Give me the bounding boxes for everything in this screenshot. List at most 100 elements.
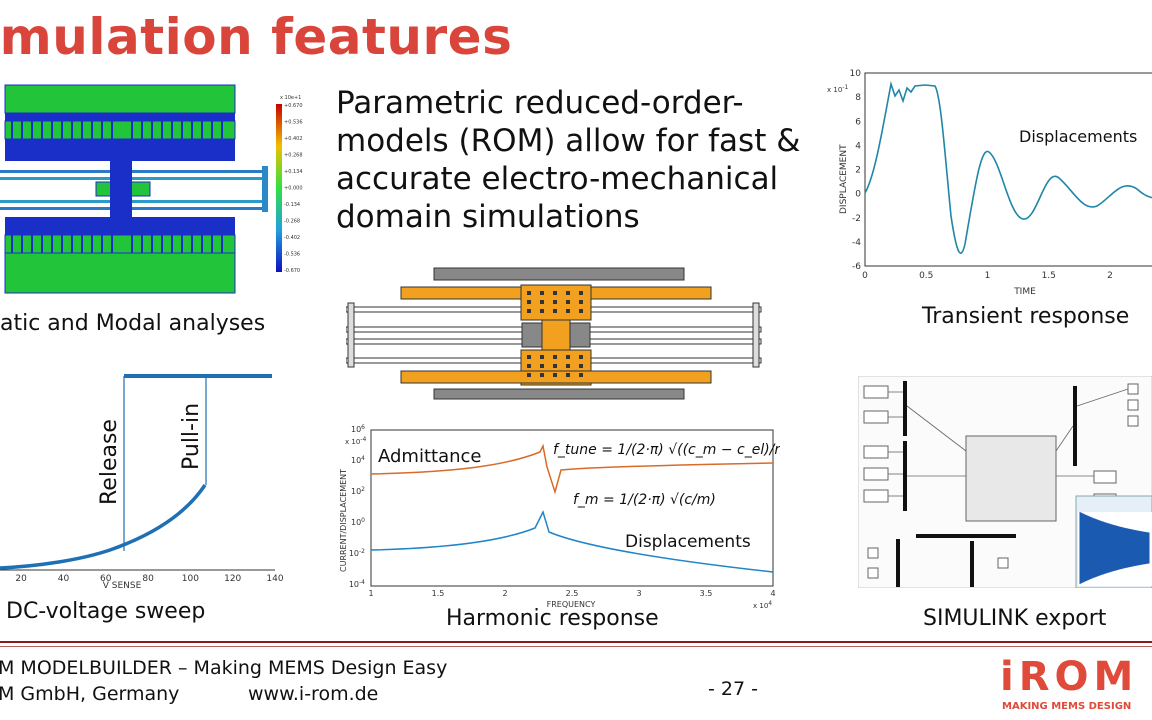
colorbar-tick: +0.670 — [284, 103, 303, 109]
colorbar-tick: -0.134 — [284, 202, 300, 208]
harm-ytick: 10-4 — [349, 579, 365, 589]
etch-hole — [566, 364, 570, 368]
release-annotation: Release — [97, 419, 122, 505]
etch-hole — [540, 364, 544, 368]
etch-hole — [553, 364, 557, 368]
simulink-label: SIMULINK export — [923, 606, 1107, 631]
etch-hole — [566, 300, 570, 304]
etch-hole — [579, 291, 583, 295]
dc-xlabel: V SENSE — [103, 581, 142, 591]
etch-hole — [553, 300, 557, 304]
tr-ytick: 4 — [855, 141, 861, 151]
etch-hole — [579, 364, 583, 368]
tr-xtick: 1 — [985, 271, 991, 281]
dc-charge-curve — [0, 484, 207, 570]
etch-hole — [553, 373, 557, 377]
fem-static-image: x 10e+1 +0.670+0.536+0.402+0.268+0.134+0… — [0, 84, 303, 294]
etch-hole — [527, 309, 531, 313]
dc-xtick: 40 — [58, 574, 70, 584]
etch-hole — [527, 291, 531, 295]
colorbar-tick: +0.134 — [284, 169, 303, 175]
colorbar-exponent: x 10e+1 — [280, 95, 301, 101]
etch-hole — [579, 355, 583, 359]
dc-sweep-label: DC-voltage sweep — [6, 599, 206, 624]
etch-hole — [527, 355, 531, 359]
dc-xtick: 20 — [15, 574, 27, 584]
colorbar-tick: -0.402 — [284, 235, 300, 241]
etch-hole — [540, 355, 544, 359]
dc-xtick: 120 — [224, 574, 241, 584]
footer-divider-thin — [0, 646, 1152, 647]
transient-label: Transient response — [922, 304, 1130, 329]
etch-hole — [527, 364, 531, 368]
etch-hole — [579, 300, 583, 304]
colorbar-tick: -0.268 — [284, 219, 300, 225]
simulink-screenshot — [858, 376, 1152, 588]
formula-m: f_m = 1/(2·π) √(c/m) — [573, 492, 716, 508]
etch-hole — [553, 309, 557, 313]
harm-xtick: 4 — [770, 589, 775, 598]
tr-xlabel: TIME — [1013, 287, 1036, 297]
rom-description: Parametric reduced-order-models (ROM) al… — [336, 85, 801, 235]
tr-xtick: 0 — [862, 271, 868, 281]
tr-xtick: 2 — [1107, 271, 1113, 281]
harm-xtick: 2.5 — [566, 589, 579, 598]
etch-hole — [540, 309, 544, 313]
tr-legend: Displacements — [1019, 127, 1137, 146]
harm-ylabel: CURRENT/DISPLACEMENT — [339, 469, 348, 572]
tr-ytick: 2 — [855, 166, 861, 176]
harm-xtick: 3.5 — [700, 589, 713, 598]
footer-divider — [0, 641, 1152, 643]
harm-ytick: 100 — [351, 517, 365, 527]
harm-xlabel: FREQUENCY — [547, 600, 596, 609]
harm-ytick: 102 — [351, 486, 365, 496]
tr-xtick: 0.5 — [919, 271, 933, 281]
etch-hole — [553, 291, 557, 295]
harm-y-exponent: x 10-4 — [345, 436, 366, 446]
dc-xtick: 80 — [142, 574, 154, 584]
tr-ytick: -2 — [852, 214, 861, 224]
harm-ytick: 106 — [351, 424, 365, 434]
static-modal-label: atic and Modal analyses — [0, 311, 266, 336]
harm-xtick: 1 — [368, 589, 373, 598]
footer-url[interactable]: www.i-rom.de — [248, 683, 379, 705]
tr-ytick: 8 — [855, 93, 861, 103]
colorbar-tick: +0.402 — [284, 136, 303, 142]
transient-curve — [864, 80, 1152, 254]
colorbar-tick: +0.268 — [284, 153, 303, 159]
formula-tune: f_tune = 1/(2·π) √((c_m − c_el)/m) — [553, 442, 780, 458]
harm-xtick: 3 — [636, 589, 641, 598]
etch-hole — [566, 373, 570, 377]
page-number: - 27 - — [708, 678, 758, 700]
harm-displacement-curve — [370, 509, 774, 573]
harm-xtick: 1.5 — [432, 589, 445, 598]
harm-ytick: 10-2 — [349, 548, 365, 558]
etch-hole — [553, 355, 557, 359]
harm-xtick: 2 — [502, 589, 507, 598]
colorbar-tick: +0.536 — [284, 120, 303, 126]
tr-y-exponent: x 10-1 — [827, 84, 848, 94]
colorbar-tick: -0.536 — [284, 252, 300, 258]
dc-xtick: 100 — [182, 574, 199, 584]
harm-x-exponent: x 104 — [753, 600, 772, 610]
harm-displacements-label: Displacements — [625, 532, 751, 552]
dc-xtick: 140 — [266, 574, 283, 584]
tr-xtick: 1.5 — [1042, 271, 1056, 281]
etch-hole — [566, 309, 570, 313]
logo-tagline: MAKING MEMS DESIGN — [1002, 701, 1132, 712]
admittance-label: Admittance — [378, 446, 481, 467]
etch-hole — [579, 309, 583, 313]
etch-hole — [540, 291, 544, 295]
tr-ytick: -4 — [852, 238, 861, 248]
harm-ytick: 104 — [351, 455, 365, 465]
tr-ytick: 10 — [850, 69, 862, 79]
colorbar-tick: -0.670 — [284, 268, 300, 274]
tr-ytick: 6 — [855, 117, 861, 127]
tr-ylabel: DISPLACEMENT — [839, 144, 849, 214]
harmonic-chart: 106 104 102 100 10-2 10-4 1 1.5 2 2.5 3 3.5 4 x 10-… — [339, 424, 780, 610]
etch-hole — [566, 355, 570, 359]
harmonic-label: Harmonic response — [446, 606, 659, 631]
footer-line2: M GmbH, Germany — [0, 683, 180, 705]
etch-hole — [566, 291, 570, 295]
